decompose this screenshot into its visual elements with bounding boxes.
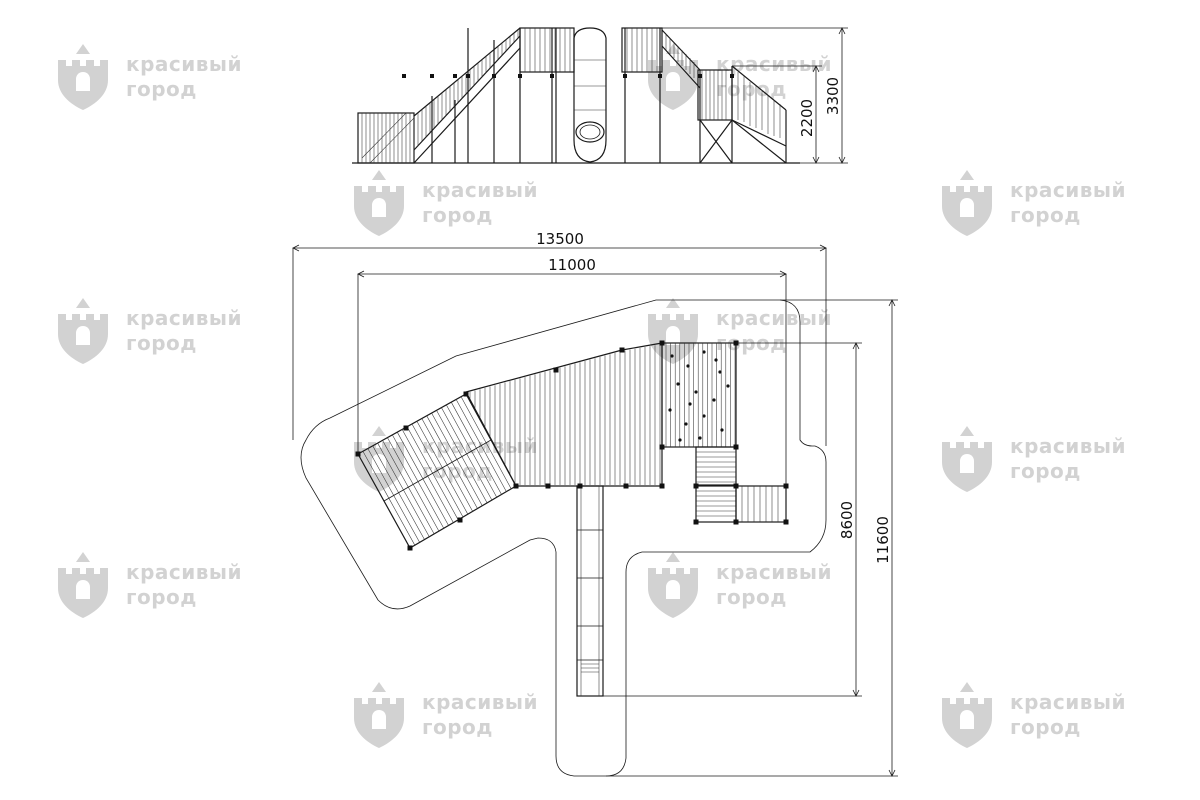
front-elevation xyxy=(352,27,800,164)
plan-main-deck xyxy=(465,342,663,487)
tube-slide-front xyxy=(573,27,607,163)
height-dimensions: 3300 2200 xyxy=(660,27,848,164)
right-ramp xyxy=(661,29,787,164)
width-dimensions: 13500 11000 xyxy=(292,230,827,486)
height-platform-label: 2200 xyxy=(798,99,816,137)
depth-dimensions: 11600 8600 xyxy=(603,299,898,777)
plan-tube-slide xyxy=(576,485,604,697)
left-panel xyxy=(357,112,415,164)
plan-left-ramp xyxy=(357,393,517,549)
platform-depth-label: 8600 xyxy=(838,501,856,539)
height-total-label: 3300 xyxy=(824,77,842,115)
tower-fence xyxy=(519,27,663,163)
left-ramp xyxy=(413,27,521,164)
front-posts xyxy=(402,74,734,78)
safety-zone-outline xyxy=(300,299,827,777)
total-depth-label: 11600 xyxy=(874,516,892,564)
plan-posts xyxy=(355,340,789,551)
plan-lower-platform xyxy=(695,446,787,523)
platform-width-label: 11000 xyxy=(548,256,596,274)
plan-climbing-wall xyxy=(661,342,737,448)
total-width-label: 13500 xyxy=(536,230,584,248)
